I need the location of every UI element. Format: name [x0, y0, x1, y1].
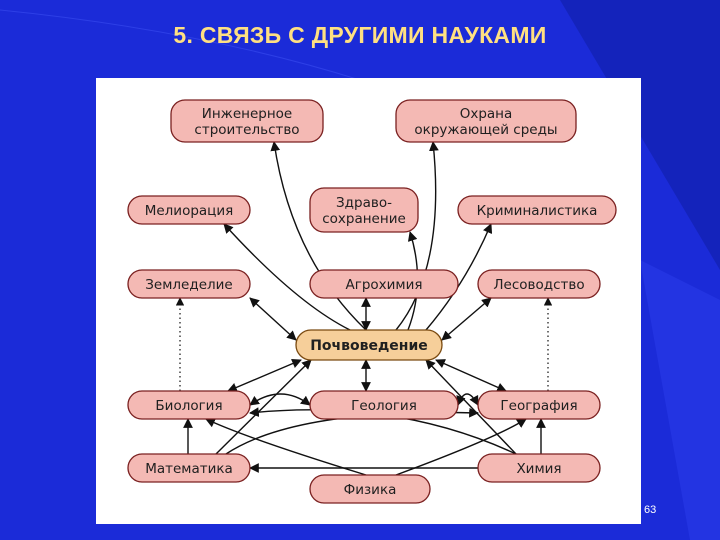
node-label: Охрана [460, 106, 513, 122]
relation-arrow [456, 393, 479, 406]
node-box [309, 187, 419, 233]
node-label: Мелиорация [145, 203, 234, 219]
relation-arrow [215, 359, 312, 455]
node-box [127, 195, 251, 225]
node-box [395, 99, 577, 143]
node-box [309, 390, 459, 420]
relation-arrow [425, 223, 493, 331]
node-forestry: Лесоводство [477, 269, 601, 299]
relation-arrow [205, 418, 367, 476]
relation-arrow [249, 297, 297, 341]
node-physics: Физика [309, 474, 431, 504]
node-agrochemistry: Агрохимия [309, 269, 459, 299]
node-melioration: Мелиорация [127, 195, 251, 225]
node-box [477, 453, 601, 483]
node-box [477, 269, 601, 299]
node-box [127, 269, 251, 299]
node-chemistry: Химия [477, 453, 601, 483]
page-number: 63 [644, 504, 657, 516]
node-label: Химия [516, 461, 561, 477]
node-box [127, 453, 251, 483]
node-label: Инженерное [202, 106, 293, 122]
node-label: Здраво- [336, 195, 392, 211]
node-agriculture: Земледелие [127, 269, 251, 299]
node-label: Геология [351, 398, 417, 414]
node-label: Биология [155, 398, 222, 414]
slide-title: 5. СВЯЗЬ С ДРУГИМИ НАУКАМИ [173, 22, 547, 48]
relation-arrow [270, 141, 367, 331]
node-geology: Геология [309, 390, 459, 420]
relation-arrow [223, 223, 351, 331]
node-soil-science: Почвоведение [295, 329, 443, 361]
node-label: Криминалистика [477, 203, 598, 219]
node-geography: География [477, 390, 601, 420]
node-box [127, 390, 251, 420]
node-label: окружающей среды [414, 122, 557, 138]
node-label: Земледелие [145, 277, 232, 293]
node-box [477, 390, 601, 420]
relation-arrow [249, 393, 311, 406]
node-mathematics: Математика [127, 453, 251, 483]
node-label: Почвоведение [310, 338, 428, 354]
node-box [309, 474, 431, 504]
node-box [457, 195, 617, 225]
node-box [170, 99, 324, 143]
node-label: Агрохимия [346, 277, 423, 293]
node-label: География [500, 398, 577, 414]
relation-arrow [227, 358, 302, 393]
node-label: сохранение [322, 211, 406, 227]
node-box [309, 269, 459, 299]
relation-arrow [425, 359, 517, 455]
node-biology: Биология [127, 390, 251, 420]
node-healthcare: Здраво-сохранение [309, 187, 419, 233]
node-label: Физика [344, 482, 397, 498]
node-box [295, 329, 443, 361]
relation-arrow [435, 359, 507, 392]
node-label: строительство [194, 122, 299, 138]
relation-arrow [395, 141, 439, 331]
node-label: Лесоводство [493, 277, 584, 293]
relation-arrow [395, 418, 527, 476]
node-label: Математика [145, 461, 233, 477]
relation-arrow [441, 297, 492, 341]
node-criminalistics: Криминалистика [457, 195, 617, 225]
